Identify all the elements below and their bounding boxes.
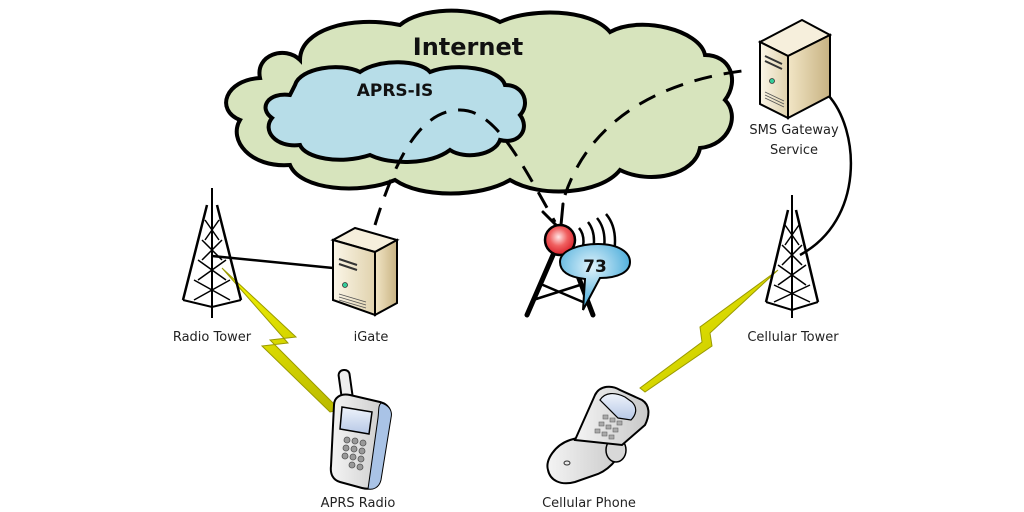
cellular-tower-label: Cellular Tower	[747, 330, 839, 345]
flip-phone-icon	[546, 385, 650, 485]
radio-tower: Radio Tower	[173, 188, 252, 345]
handheld-radio-icon	[329, 368, 392, 490]
link-radio-tower-igate	[211, 254, 334, 270]
radio-tower-icon	[181, 188, 243, 318]
radio-tower-label: Radio Tower	[173, 330, 252, 345]
link-igate-aprs-is	[373, 108, 557, 226]
cellular-tower: Cellular Tower	[747, 195, 839, 345]
link-sms-cellular-tower	[799, 94, 853, 257]
sms-gateway-label-line2: Service	[770, 143, 818, 158]
cellular-tower-icon	[764, 195, 820, 318]
sms-gateway: SMS Gateway Service	[749, 18, 839, 158]
igate-label: iGate	[354, 330, 389, 345]
server-icon	[330, 226, 400, 317]
server-icon	[757, 18, 833, 120]
aprs-logo: 73	[524, 202, 632, 318]
aprs-is-label: APRS-IS	[357, 81, 434, 101]
aprs-tower-icon	[524, 202, 596, 318]
aprs-radio-label: APRS Radio	[321, 496, 396, 511]
aprs-radio: APRS Radio	[321, 368, 396, 511]
dashed-links	[373, 68, 751, 226]
beacon-icon	[543, 223, 577, 257]
cellular-phone: Cellular Phone	[542, 385, 650, 511]
bubble-text: 73	[583, 257, 607, 277]
lightning-cellular	[639, 269, 779, 393]
speech-bubble-icon: 73	[558, 242, 632, 311]
sms-gateway-label-line1: SMS Gateway	[749, 123, 839, 138]
aprs-is-cloud-shape	[263, 60, 527, 164]
solid-links	[211, 94, 853, 270]
lightning-bolt-icon	[639, 269, 779, 393]
cellular-phone-label: Cellular Phone	[542, 496, 636, 511]
aprs-is-cloud: APRS-IS	[263, 60, 527, 164]
igate: iGate	[330, 226, 400, 345]
internet-label: Internet	[413, 33, 523, 61]
